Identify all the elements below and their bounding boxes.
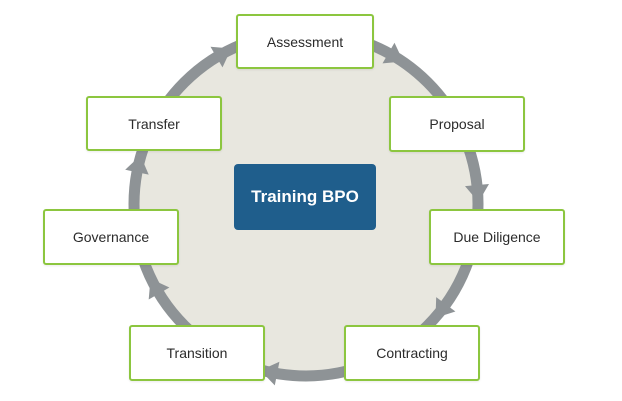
node-contracting: Contracting bbox=[344, 325, 480, 381]
node-proposal-label: Proposal bbox=[429, 116, 485, 132]
node-due-diligence: Due Diligence bbox=[429, 209, 565, 265]
node-governance-label: Governance bbox=[72, 229, 150, 245]
center-title: Training BPO bbox=[234, 164, 376, 230]
node-transfer-label: Transfer bbox=[128, 115, 180, 132]
node-contracting-label: Contracting bbox=[376, 345, 448, 361]
node-assessment-label: Assessment bbox=[266, 33, 344, 50]
node-transfer: Transfer bbox=[86, 96, 222, 151]
node-assessment: Assessment bbox=[236, 14, 374, 69]
node-transition: Transition bbox=[129, 325, 265, 381]
node-due-diligence-label: Due Diligence bbox=[453, 229, 541, 245]
center-title-label: Training BPO bbox=[251, 187, 359, 206]
node-transition-label: Transition bbox=[166, 345, 228, 361]
ring-arrowhead-7 bbox=[210, 46, 232, 68]
ring-arrowhead-1 bbox=[382, 42, 404, 64]
ring-arrowhead-3 bbox=[435, 297, 456, 318]
ring-arrowhead-5 bbox=[148, 278, 170, 300]
node-governance: Governance bbox=[43, 209, 179, 265]
ring-arrowhead-2 bbox=[465, 184, 489, 202]
ring-arrowhead-4 bbox=[260, 361, 280, 386]
arrow-layer bbox=[125, 42, 489, 386]
node-proposal: Proposal bbox=[389, 96, 525, 152]
ring-arrowhead-6 bbox=[125, 155, 149, 175]
